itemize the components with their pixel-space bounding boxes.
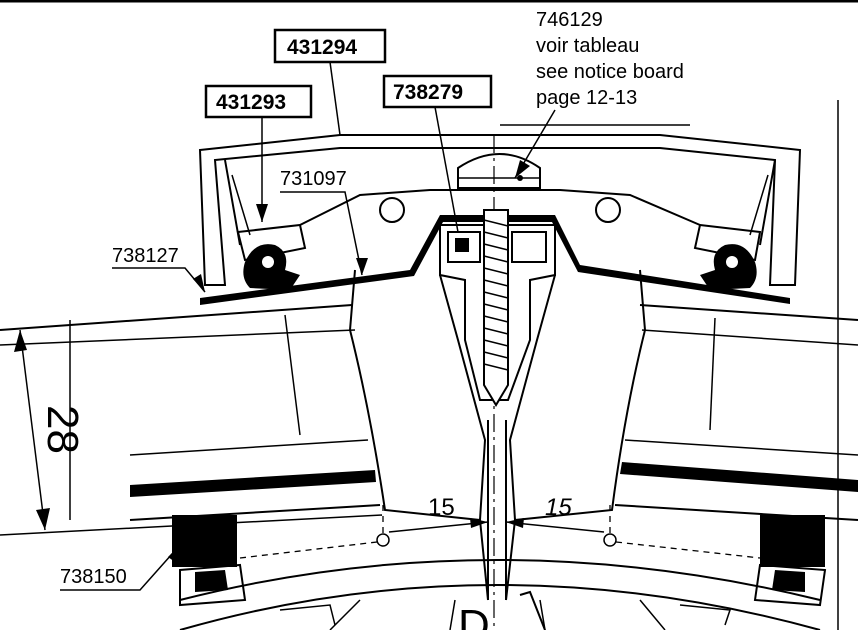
dimension-thickness-value: 28: [38, 405, 87, 454]
label-731097: 731097: [280, 168, 347, 190]
screw-shank: [483, 209, 509, 407]
label-431293: 431293: [216, 91, 286, 114]
seal-strip-738127: [200, 215, 790, 305]
note-page: page 12-13: [536, 87, 637, 109]
lower-screws: [279, 599, 732, 630]
leader-738127: [112, 267, 206, 293]
partial-letter: D: [458, 601, 490, 630]
label-431294: 431294: [287, 36, 357, 59]
leader-738150: [60, 544, 181, 591]
screw-head-746129: [457, 153, 541, 189]
inner-cap-431293: [236, 189, 762, 262]
bottom-gasket-738150: [172, 515, 827, 607]
gasket-left: [243, 244, 300, 290]
dimension-gap-right: 15: [545, 494, 572, 521]
label-box-431293: [204, 84, 313, 119]
label-box-738279: [382, 74, 493, 109]
snap-cap-431294: [198, 134, 802, 286]
label-738150: 738150: [60, 566, 127, 588]
dimension-thickness: 28: [14, 329, 87, 531]
label-box-431294: [273, 28, 387, 64]
gasket-right: [700, 244, 757, 290]
note-en: see notice board: [536, 61, 684, 83]
screw-port-738279: [439, 224, 556, 401]
lower-leader: [519, 590, 546, 630]
leader-731097: [280, 191, 363, 276]
leader-431294: [329, 61, 341, 136]
aluminium-bar-body: [179, 269, 821, 630]
label-738279: 738279: [393, 81, 463, 104]
note-fr: voir tableau: [536, 35, 639, 57]
leader-738279: [434, 106, 459, 233]
glass-panel-right: [614, 304, 858, 521]
dimension-gap-left: 15: [428, 494, 455, 521]
dimension-gaps: 15 15: [239, 494, 761, 559]
label-746129: 746129: [536, 9, 603, 31]
glass-panel-left: [0, 304, 383, 536]
label-738127: 738127: [112, 245, 179, 267]
